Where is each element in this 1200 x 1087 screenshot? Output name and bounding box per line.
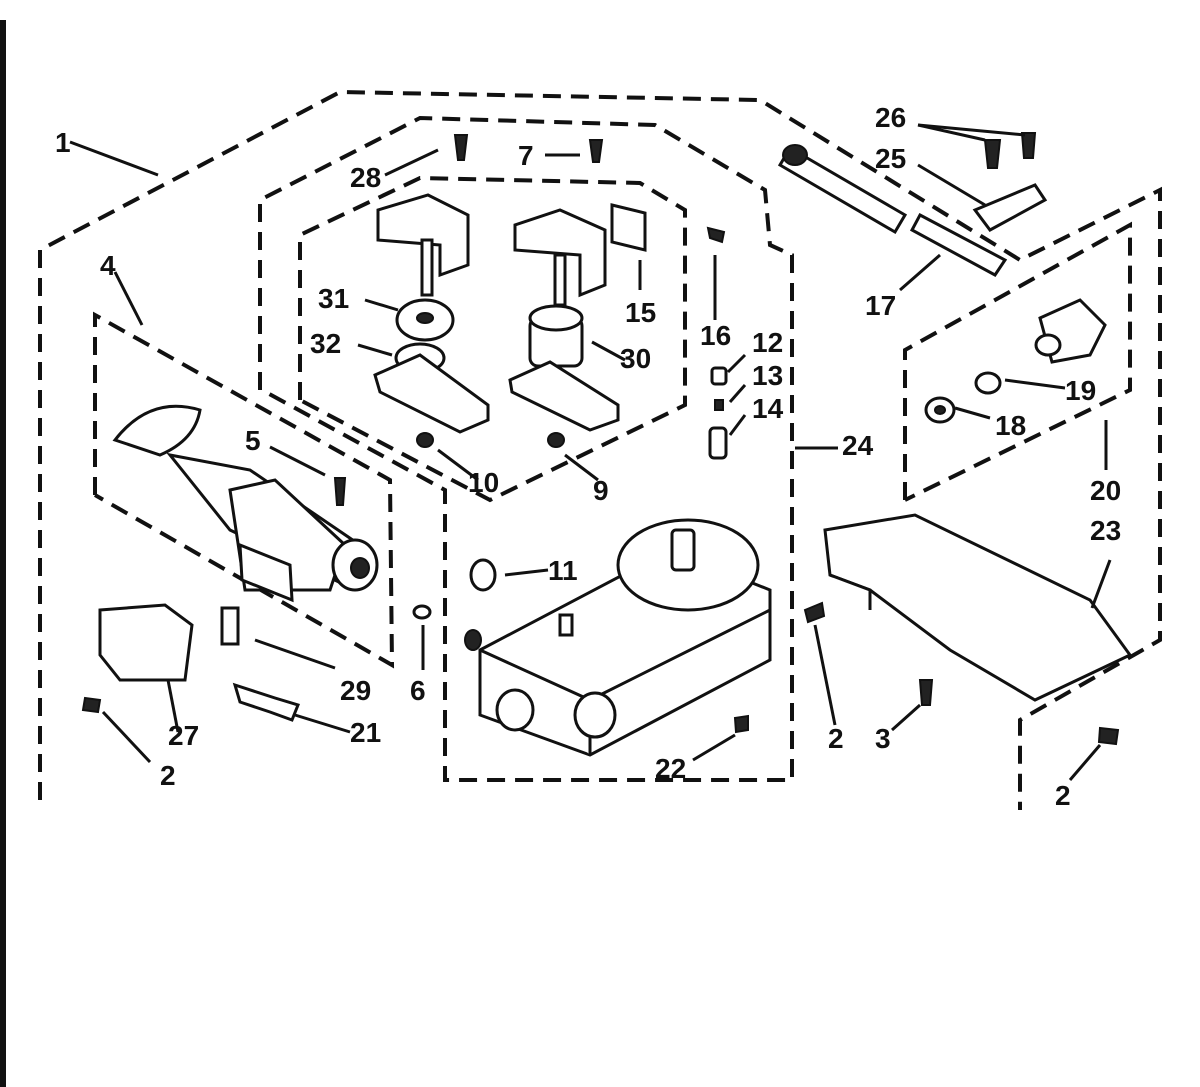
callout-c12: 12 — [752, 327, 783, 358]
callout-c7: 7 — [518, 140, 534, 171]
callout-c20: 20 — [1090, 475, 1121, 506]
callout-c32: 32 — [310, 328, 341, 359]
bracket-25 — [972, 183, 1048, 232]
callout-c24: 24 — [842, 430, 874, 461]
callout-c10: 10 — [468, 467, 499, 498]
valve-left — [373, 193, 490, 434]
screws-top — [453, 134, 726, 244]
callout-c29: 29 — [340, 675, 371, 706]
plate-29 — [220, 606, 240, 646]
callout-c3: 3 — [875, 723, 891, 754]
callout-c27: 27 — [168, 720, 199, 751]
callout-c2c: 2 — [1055, 780, 1071, 811]
callout-c2b: 2 — [828, 723, 844, 754]
callout-c2a: 2 — [160, 760, 176, 791]
callout-c13: 13 — [752, 360, 783, 391]
outline-subassembly-24 — [258, 115, 794, 782]
connector-15 — [610, 203, 647, 252]
callout-c23: 23 — [1090, 515, 1121, 546]
callout-c30: 30 — [620, 343, 651, 374]
outline-subassembly-20 — [903, 221, 1132, 502]
orifice-assembly — [924, 298, 1107, 424]
callout-c17: 17 — [865, 290, 896, 321]
callout-c18: 18 — [995, 410, 1026, 441]
callout-c11: 11 — [548, 555, 578, 586]
assembly-outlines — [38, 89, 1162, 810]
callout-c28: 28 — [350, 162, 381, 193]
callout-c19: 19 — [1065, 375, 1096, 406]
bracket-27 — [98, 603, 194, 682]
callout-c1: 1 — [55, 127, 71, 158]
callout-c4: 4 — [100, 250, 116, 281]
valve-right — [508, 208, 620, 432]
parts — [81, 132, 1133, 757]
outline-valves — [298, 175, 687, 503]
callout-c22: 22 — [655, 753, 686, 784]
callout-c5: 5 — [245, 425, 261, 456]
left-border-bar — [0, 20, 6, 1087]
callout-c25: 25 — [875, 143, 906, 174]
leader-lines — [69, 123, 1112, 781]
control-body — [464, 518, 772, 757]
callout-c6: 6 — [410, 675, 426, 706]
pin-21 — [232, 682, 300, 722]
pipe-17 — [777, 144, 1008, 277]
outline-subassembly-4 — [93, 311, 395, 669]
callout-c9: 9 — [593, 475, 609, 506]
callout-labels: 1222345679101112131415161718192021222324… — [55, 102, 1121, 811]
callout-c31: 31 — [318, 283, 349, 314]
callout-c14: 14 — [752, 393, 784, 424]
grommets — [412, 366, 728, 620]
outline-assembly-1 — [38, 89, 1162, 810]
callout-c16: 16 — [700, 320, 731, 351]
burner-assembly — [112, 404, 379, 603]
callout-c15: 15 — [625, 297, 656, 328]
callout-c21: 21 — [350, 717, 381, 748]
callout-c26: 26 — [875, 102, 906, 133]
